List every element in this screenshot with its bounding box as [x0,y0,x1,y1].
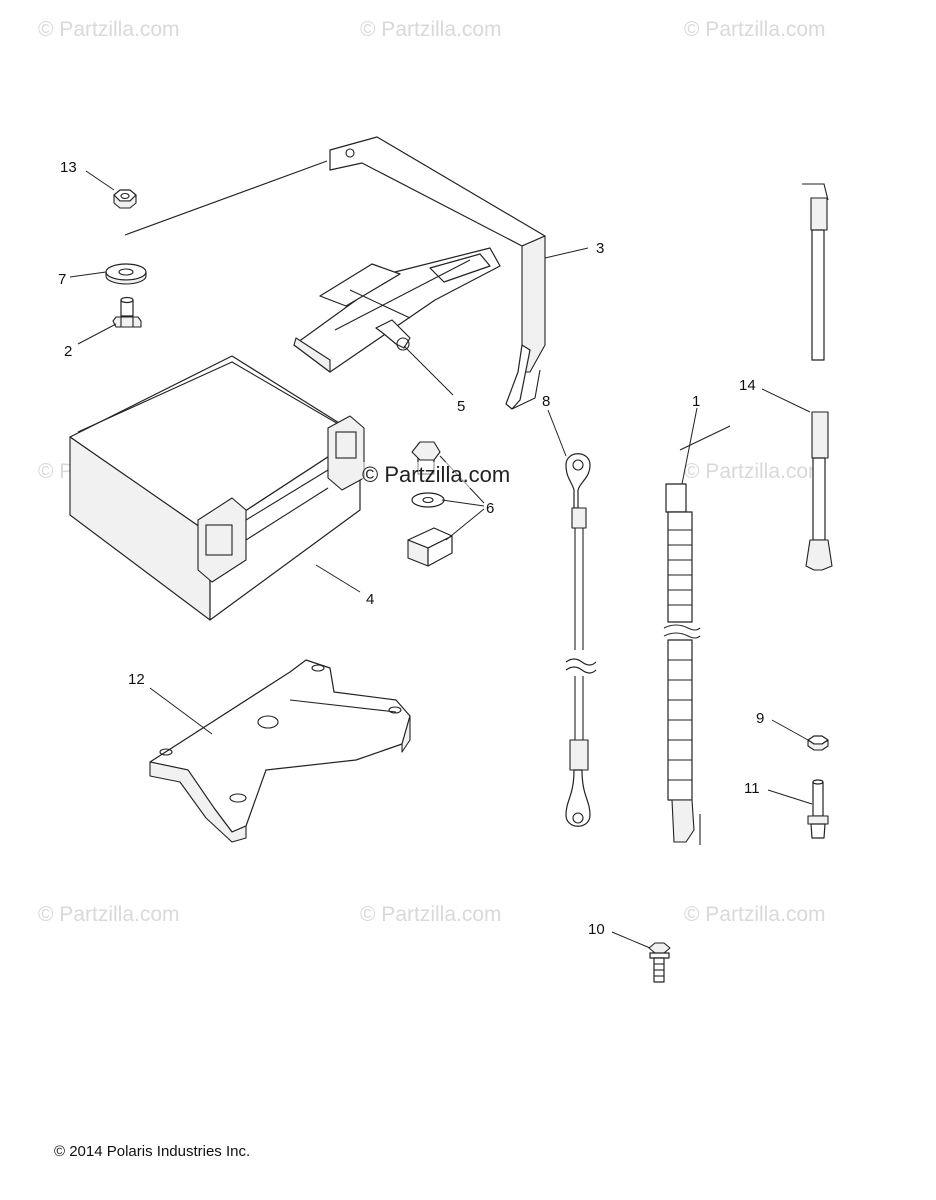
watermark: © Partzilla.com [360,903,502,926]
terminal-hardware-part-6[interactable] [407,441,453,567]
center-watermark: © Partzilla.com [362,462,511,488]
copyright-notice: © 2014 Polaris Industries Inc. [54,1143,251,1160]
watermark: © Partzilla.com [38,903,180,926]
callout-9: 9 [756,710,764,727]
battery-cable-part-1[interactable] [663,425,731,845]
battery-tray-part-12[interactable] [149,659,411,843]
watermark: © Partzilla.com [684,460,826,483]
cable-upper-part-14[interactable] [802,183,829,361]
callout-3: 3 [596,240,604,257]
battery-strap-part-3[interactable] [124,136,546,410]
washer-part-7[interactable] [105,263,147,285]
cable-lower-part-14[interactable] [805,411,833,571]
callout-7: 7 [58,271,66,288]
callout-10: 10 [588,921,605,938]
callout-8: 8 [542,393,550,410]
watermark: © Partzilla.com [684,18,826,41]
flange-bolt-part-10[interactable] [648,942,671,983]
leader-lines [69,170,813,949]
callout-2: 2 [64,343,72,360]
callout-6: 6 [486,500,494,517]
watermark: © Partzilla.com [360,18,502,41]
callout-4: 4 [366,591,374,608]
callout-11: 11 [744,780,760,797]
callout-labels: 13 7 2 3 5 4 6 8 1 14 12 9 11 10 [58,159,764,938]
retainer-plate-part-5[interactable] [293,247,501,373]
battery-part-4[interactable] [69,355,365,621]
callout-13: 13 [60,159,77,176]
bolt-part-2[interactable] [112,296,142,328]
watermark: © Partzilla.com [684,903,826,926]
nut-part-13[interactable] [113,189,137,209]
callout-1: 1 [692,393,700,410]
callout-5: 5 [457,398,465,415]
callout-14: 14 [739,377,756,394]
callout-12: 12 [128,671,145,688]
battery-cable-part-8[interactable] [565,453,597,827]
watermark: © Partzilla.com [38,18,180,41]
nut-part-9[interactable] [807,735,829,751]
stud-part-11[interactable] [807,779,829,839]
